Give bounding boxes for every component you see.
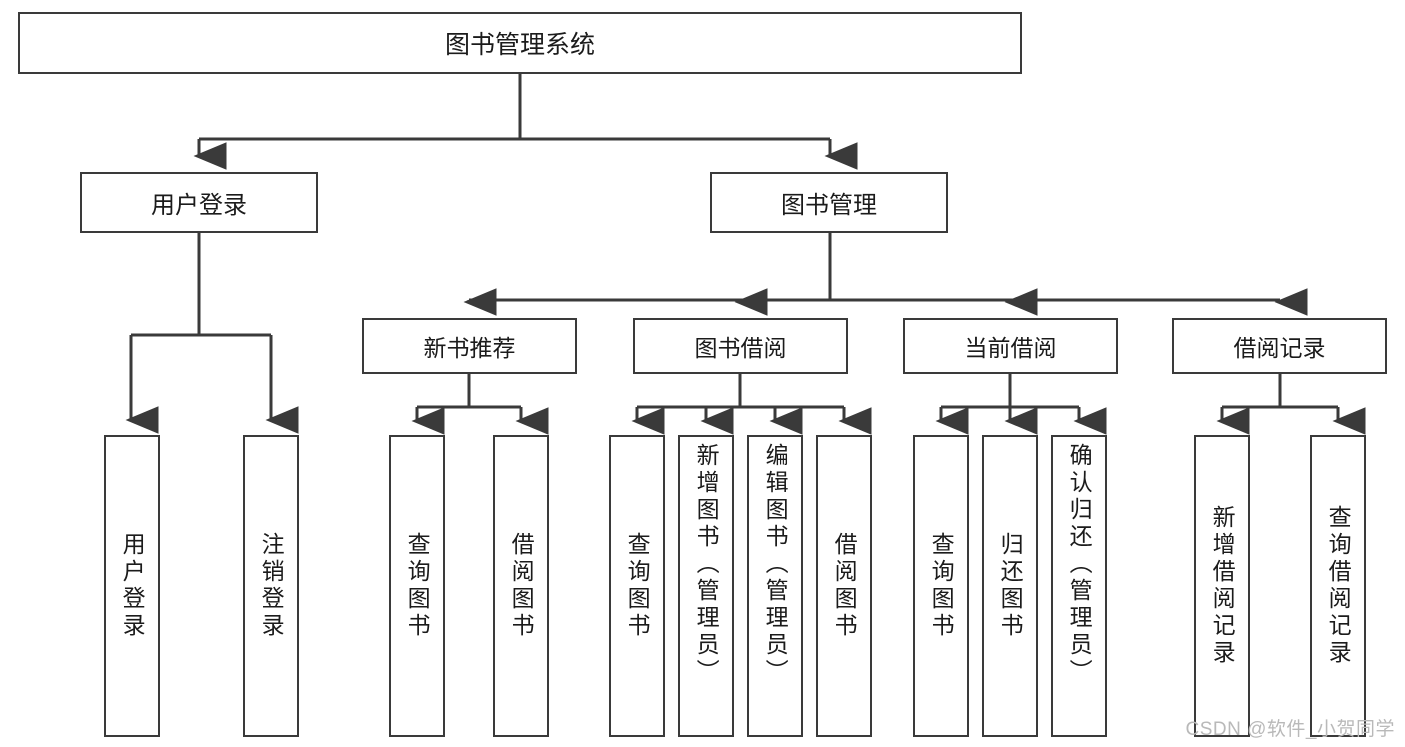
node-borrow-record[interactable]: 借阅记录 <box>1172 318 1387 374</box>
node-label: 新增图书（管理员） <box>693 443 720 686</box>
node-label: 借阅图书 <box>508 532 535 640</box>
node-label: 借阅图书 <box>831 532 858 640</box>
node-user-login[interactable]: 用户登录 <box>80 172 318 233</box>
node-label: 用户登录 <box>119 532 146 640</box>
node-label: 图书管理 <box>781 192 877 219</box>
node-leaf-edit-book[interactable]: 编辑图书（管理员） <box>747 435 803 737</box>
csdn-watermark: CSDN @软件_小贺同学 <box>1185 719 1395 740</box>
node-label: 查询图书 <box>404 532 431 640</box>
node-leaf-query-book-3[interactable]: 查询图书 <box>913 435 969 737</box>
node-label: 用户登录 <box>151 192 247 219</box>
node-label: 图书管理系统 <box>444 31 595 59</box>
node-label: 注销登录 <box>258 532 285 640</box>
node-label: 查询借阅记录 <box>1325 505 1352 667</box>
node-root-system[interactable]: 图书管理系统 <box>18 12 1022 74</box>
node-leaf-confirm-return[interactable]: 确认归还（管理员） <box>1051 435 1107 737</box>
node-label: 新书推荐 <box>423 335 516 361</box>
node-leaf-borrow-book-2[interactable]: 借阅图书 <box>816 435 872 737</box>
node-leaf-query-record[interactable]: 查询借阅记录 <box>1310 435 1366 737</box>
node-label: 当前借阅 <box>964 335 1057 361</box>
node-label: 图书借阅 <box>694 335 787 361</box>
node-new-book-recommend[interactable]: 新书推荐 <box>362 318 577 374</box>
node-book-borrow[interactable]: 图书借阅 <box>633 318 848 374</box>
node-leaf-return-book[interactable]: 归还图书 <box>982 435 1038 737</box>
node-label: 查询图书 <box>624 532 651 640</box>
node-leaf-user-logout[interactable]: 注销登录 <box>243 435 299 737</box>
node-label: 新增借阅记录 <box>1209 505 1236 667</box>
node-leaf-add-record[interactable]: 新增借阅记录 <box>1194 435 1250 737</box>
node-leaf-query-book-2[interactable]: 查询图书 <box>609 435 665 737</box>
node-label: 确认归还（管理员） <box>1066 443 1093 686</box>
node-leaf-borrow-book-1[interactable]: 借阅图书 <box>493 435 549 737</box>
node-current-borrow[interactable]: 当前借阅 <box>903 318 1118 374</box>
node-label: 归还图书 <box>997 532 1024 640</box>
node-label: 查询图书 <box>928 532 955 640</box>
node-book-manage[interactable]: 图书管理 <box>710 172 948 233</box>
node-leaf-query-book-1[interactable]: 查询图书 <box>389 435 445 737</box>
node-label: 借阅记录 <box>1233 335 1326 361</box>
node-label: 编辑图书（管理员） <box>762 443 789 686</box>
node-leaf-add-book[interactable]: 新增图书（管理员） <box>678 435 734 737</box>
node-leaf-user-login[interactable]: 用户登录 <box>104 435 160 737</box>
